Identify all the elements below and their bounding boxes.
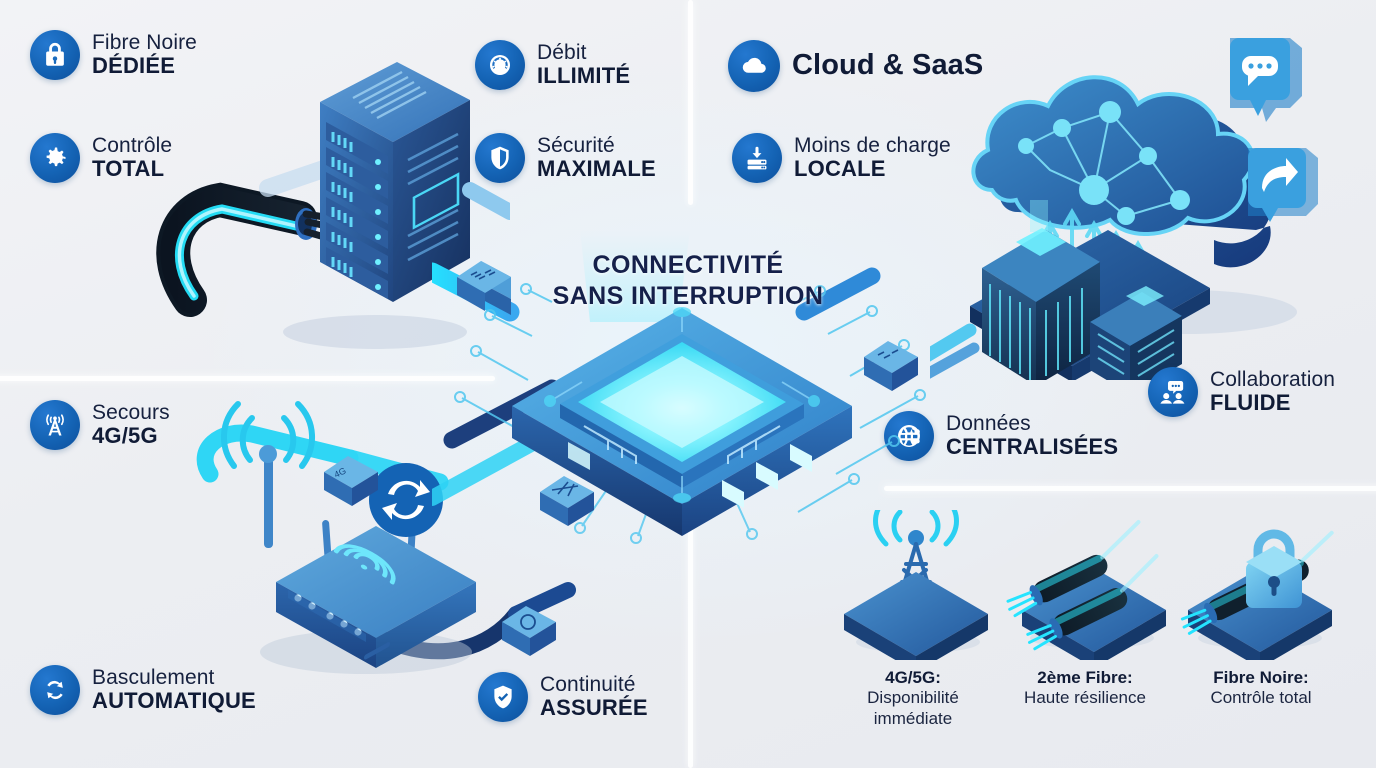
network-switch-node-bottom — [540, 476, 594, 526]
lock-fiber-icon — [1180, 529, 1334, 660]
heading-label: Cloud & SaaS — [792, 49, 984, 82]
feature-line1: Données — [946, 411, 1031, 435]
feature-secours-4g5g[interactable]: Secours 4G/5G — [30, 400, 170, 450]
card-desc-line2: immédiate — [873, 708, 953, 728]
divider-horizontal-left — [0, 376, 495, 381]
card-2eme-fibre: 2ème Fibre: Haute résilience — [1000, 668, 1170, 709]
card-desc-line1: Disponibilité — [867, 688, 959, 707]
feature-line1: Basculement — [92, 665, 215, 689]
network-switch-node-4g: 4G — [324, 456, 378, 506]
feature-line1: Collaboration — [1210, 367, 1336, 391]
tower-platform-icon — [844, 510, 988, 660]
feature-line1: Fibre Noire — [92, 30, 197, 54]
feature-line2: ASSURÉE — [540, 695, 648, 721]
feature-debit-illimite[interactable]: Débit ILLIMITÉ — [475, 40, 630, 90]
feature-basculement-automatique[interactable]: Basculement AUTOMATIQUE — [30, 665, 256, 715]
central-processor-illustration — [432, 230, 926, 544]
feature-line2: DÉDIÉE — [92, 53, 176, 79]
feature-donnees-centralisees[interactable]: Données CENTRALISÉES — [884, 411, 1118, 461]
cloud-icon — [728, 40, 780, 92]
feature-fibre-noire-dediee[interactable]: Fibre Noire DÉDIÉE — [30, 30, 197, 80]
feature-line1: Débit — [537, 40, 587, 64]
cloud-and-datacenter-illustration — [930, 38, 1318, 380]
feature-line1: Contrôle — [92, 133, 173, 157]
feature-line2: ILLIMITÉ — [537, 63, 631, 89]
feature-line1: Continuité — [540, 672, 636, 696]
network-switch-node-top — [457, 261, 511, 315]
network-switch-node-backup — [502, 606, 556, 656]
shield-check-icon — [478, 672, 528, 722]
page-title-line1: CONNECTIVITÉ — [592, 251, 784, 279]
card-title: 4G/5G: — [885, 668, 941, 687]
heading-cloud-saas: Cloud & SaaS — [728, 40, 983, 92]
feature-line1: Secours — [92, 400, 170, 424]
divider-vertical-bottom — [688, 497, 693, 768]
feature-line1: Moins de charge — [794, 133, 951, 157]
router-and-antenna-illustration — [196, 401, 576, 674]
feature-line2: AUTOMATIQUE — [92, 688, 256, 714]
divider-horizontal-right — [884, 486, 1376, 491]
card-desc-line1: Haute résilience — [1024, 688, 1146, 707]
page-title-line2: SANS INTERRUPTION — [552, 281, 824, 310]
antenna-icon — [30, 400, 80, 450]
feature-securite-maximale[interactable]: Sécurité MAXIMALE — [475, 133, 656, 183]
feature-line2: MAXIMALE — [537, 156, 656, 182]
feature-moins-charge-locale[interactable]: Moins de charge LOCALE — [732, 133, 951, 183]
svg-text:4G: 4G — [332, 466, 347, 480]
chat-people-icon — [1148, 367, 1198, 417]
network-switch-node-right — [864, 341, 918, 391]
feature-line2: 4G/5G — [92, 423, 158, 449]
feature-line2: FLUIDE — [1210, 390, 1291, 416]
dual-fiber-icon — [1006, 520, 1166, 660]
feature-controle-total[interactable]: Contrôle TOTAL — [30, 133, 172, 183]
feature-collaboration-fluide[interactable]: Collaboration FLUIDE — [1148, 367, 1335, 417]
feature-line2: TOTAL — [92, 156, 165, 182]
feature-line1: Sécurité — [537, 133, 615, 157]
speedometer-icon — [475, 40, 525, 90]
card-title: 2ème Fibre: — [1037, 668, 1133, 687]
divider-vertical-top — [688, 0, 693, 205]
lock-icon — [30, 30, 80, 80]
feature-line2: CENTRALISÉES — [946, 434, 1119, 460]
fiber-and-server-illustration — [156, 62, 510, 349]
page-title: CONNECTIVITÉ SANS INTERRUPTION — [553, 250, 824, 311]
feature-continuite-assuree[interactable]: Continuité ASSURÉE — [478, 672, 648, 722]
download-server-icon — [732, 133, 782, 183]
card-4g5g: 4G/5G: Disponibilité immédiate — [838, 668, 988, 729]
card-fibre-noire: Fibre Noire: Contrôle total — [1176, 668, 1346, 709]
card-title: Fibre Noire: — [1213, 668, 1309, 687]
sync-icon — [30, 665, 80, 715]
gear-icon — [30, 133, 80, 183]
feature-line2: LOCALE — [794, 156, 886, 182]
shield-icon — [475, 133, 525, 183]
card-desc-line1: Contrôle total — [1210, 688, 1312, 707]
